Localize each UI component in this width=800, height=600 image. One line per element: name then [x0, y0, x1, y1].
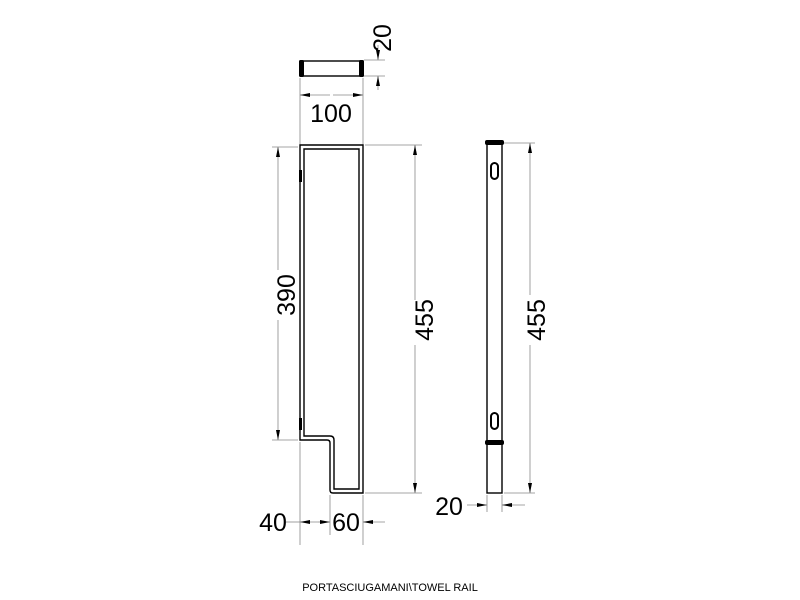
dim-top-width: 100: [310, 100, 352, 128]
dim-side-width: 20: [435, 493, 463, 521]
top-view: 20 100: [299, 24, 397, 145]
dim-bottom-width: 60: [332, 509, 360, 537]
dim-bottom-offset: 40: [259, 509, 287, 537]
dim-front-height: 455: [411, 299, 439, 341]
dim-top-depth: 20: [369, 24, 397, 52]
dim-front-inner-height: 390: [273, 274, 301, 316]
side-view: 455 20: [435, 140, 551, 521]
dim-side-height: 455: [523, 299, 551, 341]
front-view: 455 390 40 60: [259, 144, 439, 545]
drawing-caption: PORTASCIUGAMANI\TOWEL RAIL: [302, 582, 478, 594]
